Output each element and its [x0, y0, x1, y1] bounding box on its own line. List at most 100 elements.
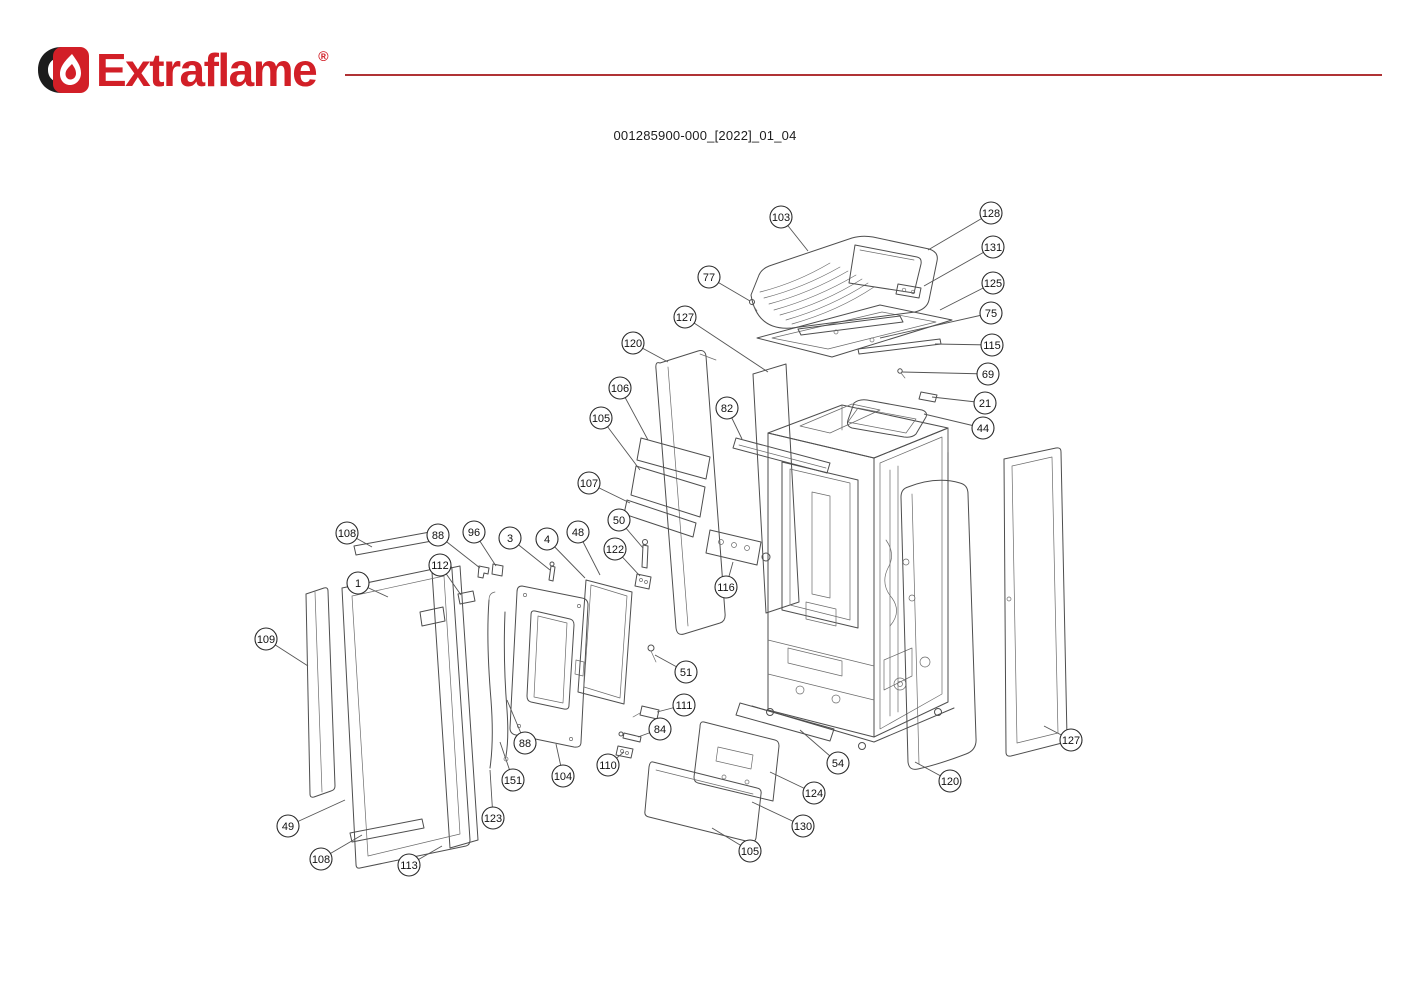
callout-51: 51 [654, 654, 698, 684]
svg-text:122: 122 [606, 544, 624, 556]
svg-text:151: 151 [504, 775, 522, 787]
callout-49: 49 [276, 799, 346, 838]
svg-text:4: 4 [544, 534, 550, 546]
svg-text:88: 88 [519, 738, 531, 750]
callout-105: 105 [711, 827, 762, 863]
svg-text:48: 48 [572, 527, 584, 539]
callout-151: 151 [499, 741, 525, 792]
svg-text:105: 105 [741, 846, 759, 858]
svg-text:50: 50 [613, 515, 625, 527]
callout-125: 125 [939, 271, 1005, 311]
callout-128: 128 [927, 201, 1003, 251]
callout-88: 88 [426, 523, 481, 569]
svg-text:108: 108 [338, 528, 356, 540]
callout-130: 130 [751, 801, 815, 838]
svg-text:125: 125 [984, 278, 1002, 290]
extraflame-flame-icon [36, 46, 90, 99]
callout-127: 127 [673, 305, 769, 373]
svg-text:120: 120 [624, 338, 642, 350]
part-door-assembly [509, 585, 589, 748]
svg-text:104: 104 [554, 771, 572, 783]
svg-text:88: 88 [432, 530, 444, 542]
callout-75: 75 [879, 301, 1003, 339]
callout-77: 77 [697, 265, 751, 302]
part-top-grill [750, 235, 938, 329]
svg-text:105: 105 [592, 413, 610, 425]
svg-text:111: 111 [676, 700, 693, 712]
svg-text:131: 131 [984, 242, 1002, 254]
svg-text:49: 49 [282, 821, 294, 833]
callout-82: 82 [715, 396, 743, 440]
callout-112: 112 [428, 553, 462, 596]
callout-123: 123 [481, 769, 505, 830]
document-code: 001285900-000_[2022]_01_04 [613, 128, 797, 143]
svg-text:75: 75 [985, 308, 997, 320]
svg-text:44: 44 [977, 423, 989, 435]
callout-115: 115 [934, 333, 1004, 357]
svg-text:84: 84 [654, 724, 666, 736]
svg-text:116: 116 [717, 582, 735, 594]
svg-text:3: 3 [507, 533, 513, 545]
callout-108: 108 [335, 521, 373, 548]
callout-127: 127 [1043, 725, 1083, 752]
svg-text:1: 1 [355, 578, 361, 590]
svg-text:127: 127 [1062, 735, 1080, 747]
logo-text: Extraflame [96, 44, 318, 96]
extraflame-logo: Extraflame ® [36, 46, 329, 99]
svg-text:109: 109 [257, 634, 275, 646]
svg-text:106: 106 [611, 383, 629, 395]
callout-105: 105 [589, 406, 641, 471]
callout-107: 107 [577, 471, 631, 504]
part-top-hardware [749, 283, 938, 438]
callout-50: 50 [607, 508, 644, 549]
header: Extraflame ® [36, 46, 1382, 99]
svg-text:127: 127 [676, 312, 694, 324]
callout-131: 131 [923, 235, 1005, 287]
callout-44: 44 [923, 413, 995, 440]
header-rule [344, 73, 1382, 76]
callout-21: 21 [931, 391, 997, 415]
callout-120: 120 [914, 761, 962, 793]
callout-84: 84 [637, 717, 672, 741]
svg-text:77: 77 [703, 272, 715, 284]
part-heat-exchanger-rail [732, 437, 831, 474]
callout-110: 110 [596, 751, 625, 777]
part-hinge-rods [487, 591, 509, 769]
svg-text:54: 54 [832, 758, 844, 770]
svg-text:21: 21 [979, 398, 991, 410]
callout-106: 106 [608, 376, 649, 441]
callout-109: 109 [254, 627, 309, 667]
callout-3: 3 [498, 526, 551, 571]
callout-122: 122 [603, 537, 641, 577]
svg-text:112: 112 [431, 560, 449, 572]
svg-text:82: 82 [721, 403, 733, 415]
callout-48: 48 [566, 520, 601, 576]
svg-text:108: 108 [312, 854, 330, 866]
svg-text:107: 107 [580, 478, 598, 490]
svg-text:115: 115 [983, 340, 1001, 352]
svg-text:130: 130 [794, 821, 812, 833]
svg-text:120: 120 [941, 776, 959, 788]
svg-text:51: 51 [680, 667, 692, 679]
callout-69: 69 [901, 362, 1000, 386]
svg-text:69: 69 [982, 369, 994, 381]
callout-113: 113 [397, 845, 443, 877]
svg-text:110: 110 [599, 760, 617, 772]
part-inner-left-panel [752, 363, 800, 614]
svg-text:128: 128 [982, 208, 1000, 220]
part-control-bracket [705, 529, 771, 566]
svg-text:96: 96 [468, 527, 480, 539]
callout-103: 103 [769, 205, 809, 252]
svg-text:124: 124 [805, 788, 823, 800]
callout-108: 108 [309, 834, 363, 871]
callout-120: 120 [621, 331, 669, 363]
callout-54: 54 [799, 729, 850, 775]
part-right-curved-panel [900, 479, 977, 770]
part-left-rails [623, 437, 711, 538]
svg-text:103: 103 [772, 212, 790, 224]
callout-4: 4 [535, 527, 586, 579]
part-main-body [767, 403, 949, 738]
